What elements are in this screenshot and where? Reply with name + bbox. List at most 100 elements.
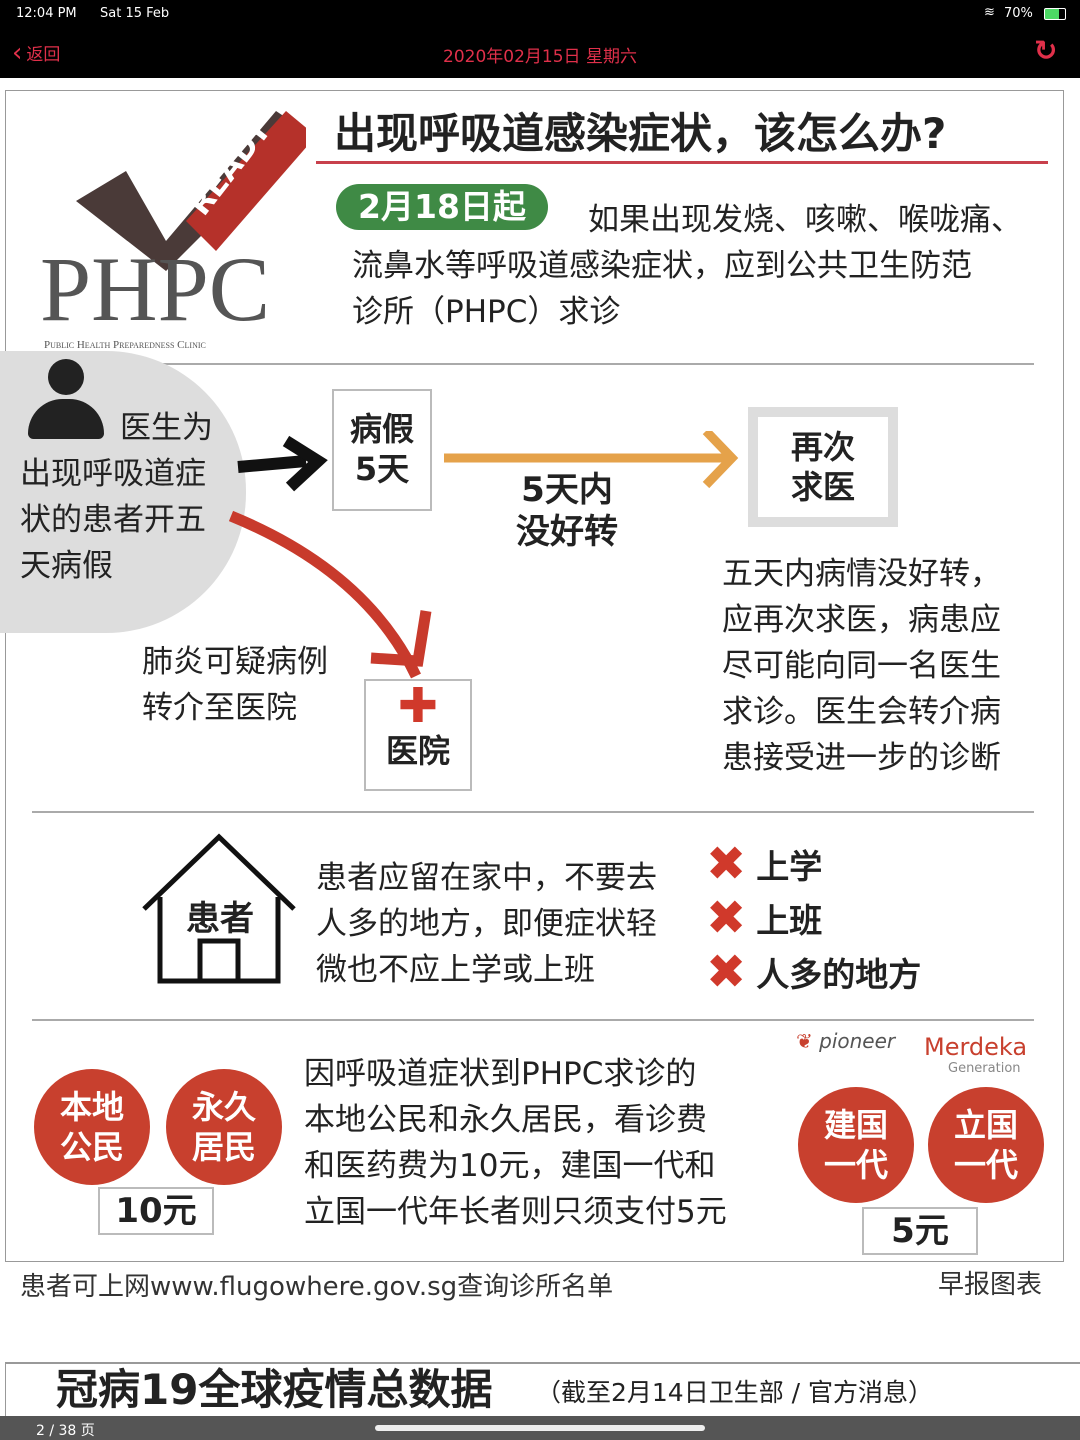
- citizen-badge: 本地公民: [34, 1069, 150, 1185]
- doctor-text: 医生为: [120, 410, 213, 446]
- avoid-list: ✖上学 ✖上班 ✖人多的地方: [706, 837, 921, 999]
- tree-icon: ❦: [796, 1029, 813, 1053]
- status-bar: 12:04 PM Sat 15 Feb ≋ 70%: [0, 0, 1080, 30]
- hospital-box: ✚医院: [364, 679, 472, 791]
- revisit-line: 五天内病情没好转，: [722, 556, 1001, 592]
- checkmark-icon: [76, 111, 316, 271]
- avoid-item: 人多的地方: [756, 955, 922, 994]
- hospital-label: 医院: [385, 732, 450, 770]
- date-badge: 2月18日起: [336, 184, 548, 230]
- next-card-subtitle: （截至2月14日卫生部 / 官方消息）: [536, 1378, 934, 1407]
- nav-title: 2020年02月15日 星期六: [443, 47, 637, 67]
- revisit-line: 患接受进一步的诊断: [722, 740, 1001, 776]
- refresh-icon[interactable]: ↻: [1034, 34, 1058, 67]
- credit: 早报图表: [938, 1270, 1043, 1300]
- phpc-logo-sub: Public Health Preparedness Clinic: [44, 339, 206, 351]
- pr-badge: 永久居民: [166, 1069, 282, 1185]
- battery-icon: [1044, 8, 1066, 20]
- fee-text: 因呼吸道症状到PHPC求诊的本地公民和永久居民，看诊费和医药费为10元，建国一代…: [304, 1051, 727, 1235]
- back-button[interactable]: ‹ 返回: [12, 37, 61, 68]
- divider: [32, 1019, 1034, 1021]
- pr-line: 永久: [191, 1088, 256, 1126]
- patient-label: 患者: [186, 899, 254, 939]
- divider: [32, 811, 1034, 813]
- status-time: 12:04 PM: [16, 6, 77, 21]
- back-label: 返回: [26, 45, 61, 65]
- doctor-icon: [26, 359, 106, 443]
- revisit-line: 尽可能向同一名医生: [722, 648, 1001, 684]
- fee-line: 和医药费为10元，建国一代和: [304, 1148, 716, 1184]
- home-line: 患者应留在家中，不要去: [316, 860, 657, 896]
- red-cross-icon: ✚: [397, 678, 439, 734]
- citizen-line: 公民: [59, 1128, 124, 1166]
- pneumonia-line: 肺炎可疑病例: [142, 644, 328, 680]
- pneumonia-line: 转介至医院: [142, 690, 297, 726]
- intro-line: 流鼻水等呼吸道感染症状，应到公共卫生防范: [352, 248, 972, 284]
- avoid-item: 上班: [756, 901, 823, 940]
- intro-line: 如果出现发烧、咳嗽、喉咙痛、: [588, 202, 1022, 238]
- revisit-line: 再次: [790, 428, 855, 466]
- fee-line: 本地公民和永久居民，看诊费: [304, 1102, 707, 1138]
- sick-leave-days: 5天: [354, 450, 410, 488]
- sick-leave-label: 病假: [349, 410, 414, 448]
- fee-10: 10元: [98, 1187, 214, 1235]
- merdeka-line: 立国: [953, 1106, 1018, 1144]
- status-date: Sat 15 Feb: [100, 6, 170, 21]
- revisit-line: 应再次求医，病患应: [722, 602, 1001, 638]
- headline: 出现呼吸道感染症状，该怎么办?: [334, 109, 947, 158]
- revisit-line: 求诊。医生会转介病: [722, 694, 1001, 730]
- fee-5: 5元: [862, 1207, 978, 1255]
- merdeka-logo-text: Merdeka: [924, 1033, 1028, 1061]
- doctor-text: 状的患者开五: [20, 502, 206, 538]
- home-line: 人多的地方，即便症状轻: [316, 906, 657, 942]
- cross-icon: ✖: [706, 890, 747, 946]
- intro-line: 诊所（PHPC）求诊: [352, 294, 621, 330]
- within5-line: 5天内: [521, 470, 613, 510]
- cross-icon: ✖: [706, 944, 747, 1000]
- citizen-line: 本地: [59, 1088, 124, 1126]
- chevron-left-icon: ‹: [12, 37, 23, 68]
- pioneer-badge: 建国一代: [798, 1087, 914, 1203]
- within-5-days: 5天内没好转: [516, 469, 618, 553]
- caption-link-text: 患者可上网www.flugowhere.gov.sg查询诊所名单: [20, 1272, 614, 1302]
- fee-line: 立国一代年长者则只须支付5元: [304, 1194, 727, 1230]
- next-card-title: 冠病19全球疫情总数据: [56, 1365, 493, 1414]
- home-line: 微也不应上学或上班: [316, 952, 595, 988]
- nav-bar: ‹ 返回 2020年02月15日 星期六 ↻: [0, 30, 1080, 78]
- merdeka-line: 一代: [953, 1146, 1018, 1184]
- doctor-bg: [0, 351, 246, 633]
- doctor-text: 天病假: [20, 548, 113, 584]
- within5-line: 没好转: [516, 512, 618, 552]
- house-icon: [142, 833, 296, 984]
- headline-underline: [316, 161, 1048, 164]
- fee-line: 因呼吸道症状到PHPC求诊的: [304, 1056, 697, 1092]
- revisit-box: 再次求医: [748, 407, 898, 527]
- phpc-logo: PHPC: [40, 238, 271, 340]
- wifi-icon: ≋: [984, 5, 995, 20]
- pr-line: 居民: [191, 1128, 256, 1166]
- infographic: READY PHPC Public Health Preparedness Cl…: [0, 90, 1064, 1262]
- pioneer-line: 建国: [823, 1106, 888, 1144]
- cross-icon: ✖: [706, 836, 747, 892]
- merdeka-logo-sub: Generation: [948, 1061, 1021, 1076]
- home-text: 患者应留在家中，不要去人多的地方，即便症状轻微也不应上学或上班: [316, 855, 657, 993]
- revisit-line: 求医: [790, 468, 855, 506]
- page-indicator: 2 / 38 页: [36, 1423, 95, 1439]
- avoid-item: 上学: [756, 847, 823, 886]
- home-indicator[interactable]: [375, 1425, 705, 1431]
- merdeka-badge: 立国一代: [928, 1087, 1044, 1203]
- pioneer-logo-text: pioneer: [819, 1029, 896, 1053]
- pioneer-line: 一代: [823, 1146, 888, 1184]
- ready-logo: READY: [56, 111, 316, 271]
- pneumonia-text: 肺炎可疑病例转介至医院: [142, 639, 328, 731]
- revisit-text: 五天内病情没好转， 应再次求医，病患应尽可能向同一名医生求诊。医生会转介病患接受进…: [722, 551, 1001, 781]
- arrows: [228, 431, 739, 679]
- bottom-bar: 2 / 38 页: [0, 1416, 1080, 1440]
- divider: [32, 363, 1034, 365]
- battery-level: 70%: [1004, 6, 1033, 21]
- pioneer-logo: ❦ pioneer: [796, 1029, 895, 1053]
- doctor-text: 出现呼吸道症: [20, 456, 206, 492]
- next-card: 冠病19全球疫情总数据 （截至2月14日卫生部 / 官方消息）: [5, 1362, 1080, 1416]
